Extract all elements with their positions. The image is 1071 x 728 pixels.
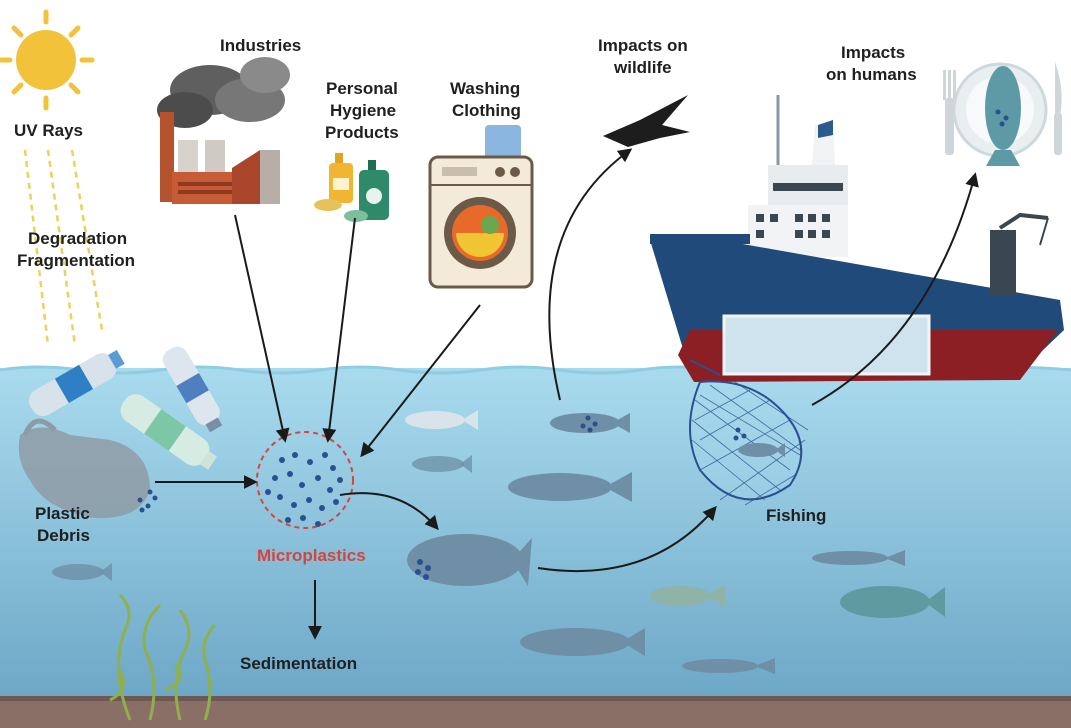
ship-icon [650, 95, 1064, 382]
label-impacts: Impacts [841, 43, 906, 62]
label-impacts-on: Impacts on [598, 36, 688, 55]
plastic-bag-icon [18, 418, 158, 519]
flow-arrows [155, 148, 979, 640]
plate-fish-icon [952, 62, 1048, 166]
label-microplastics: Microplastics [257, 546, 366, 565]
bird-icon [603, 95, 690, 147]
label-uv-rays: UV Rays [14, 121, 83, 140]
label-fishing: Fishing [766, 506, 827, 525]
label-hygiene: Hygiene [330, 101, 397, 120]
label-clothing: Clothing [452, 101, 521, 120]
sun-icon [0, 9, 95, 111]
washing-machine-icon [428, 125, 534, 289]
label-on-humans: on humans [826, 65, 917, 84]
fish-icon [52, 410, 945, 674]
uv-rays [23, 149, 104, 346]
label-personal: Personal [326, 79, 398, 98]
knife-icon [1054, 62, 1062, 155]
factory-icon [157, 57, 290, 204]
fork-icon [943, 70, 956, 155]
label-industries: Industries [220, 36, 302, 55]
fishing-net-icon [689, 359, 809, 506]
label-fragmentation: Fragmentation [17, 251, 136, 270]
label-plastic: Plastic [35, 504, 90, 523]
seaweed-icon [109, 593, 217, 721]
plastic-bottle-icon [28, 346, 223, 470]
label-wildlife: wildlife [614, 58, 672, 77]
label-products: Products [325, 123, 399, 142]
label-degradation: Degradation [28, 229, 128, 248]
label-debris: Debris [37, 526, 90, 545]
label-washing: Washing [450, 79, 521, 98]
label-sedimentation: Sedimentation [240, 654, 358, 673]
soap-bottle-icon [314, 153, 389, 222]
microplastics-cluster [256, 431, 354, 529]
